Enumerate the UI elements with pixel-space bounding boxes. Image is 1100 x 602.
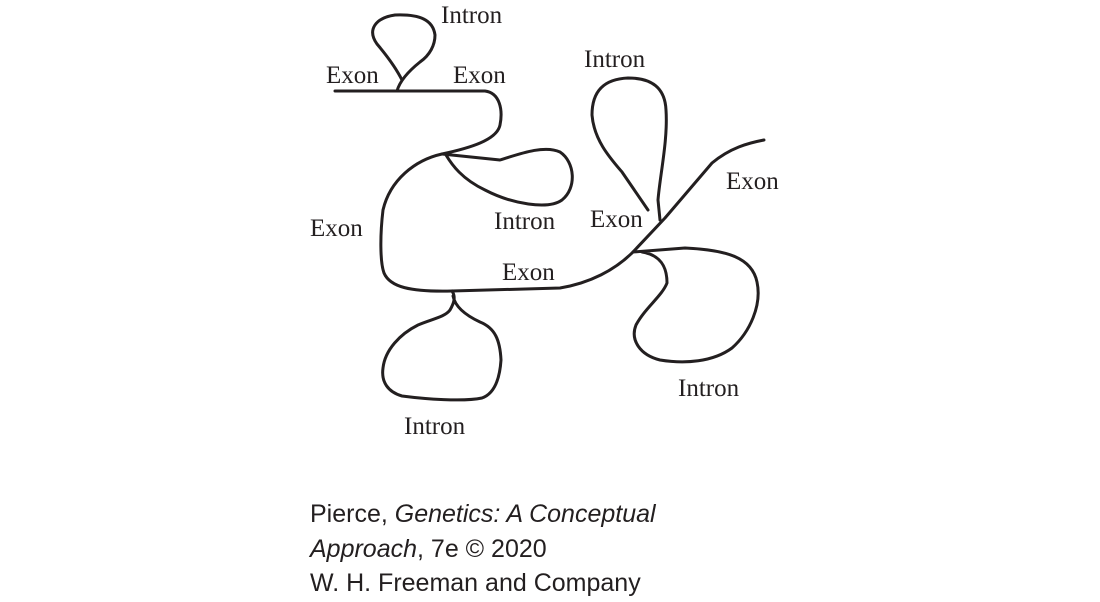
label-exon-top-right: Exon <box>453 62 506 89</box>
label-exon-far-right: Exon <box>726 168 779 195</box>
credit-title-part1: Genetics: A Conceptual <box>394 500 656 528</box>
label-exon-middle-right: Exon <box>590 206 643 233</box>
credit-author: Pierce, <box>310 500 388 528</box>
intron-loop-middle <box>440 147 574 207</box>
credit-line-2: Approach, 7e © 2020 <box>310 532 547 566</box>
label-intron-lower-right: Intron <box>678 375 740 402</box>
intron-loop-bottom <box>381 289 503 402</box>
label-exon-left: Exon <box>310 215 363 242</box>
credit-line-3: W. H. Freeman and Company <box>310 566 641 600</box>
intron-loop-upper-right <box>590 76 668 222</box>
label-exon-lower: Exon <box>502 259 555 286</box>
intron-loop-lower-right <box>631 246 760 364</box>
label-intron-top: Intron <box>441 2 503 29</box>
credit-line-1: Pierce, Genetics: A Conceptual <box>310 497 656 531</box>
intron-loop-top <box>371 13 437 93</box>
label-intron-bottom: Intron <box>404 413 466 440</box>
label-intron-middle: Intron <box>494 208 556 235</box>
credit-publisher: W. H. Freeman and Company <box>310 569 641 597</box>
exon-strand <box>333 89 766 293</box>
label-exon-top-left: Exon <box>326 62 379 89</box>
credit-title-part2: Approach <box>310 535 418 563</box>
credit-edition: , 7e © 2020 <box>417 535 547 563</box>
label-intron-upper-right: Intron <box>584 46 646 73</box>
